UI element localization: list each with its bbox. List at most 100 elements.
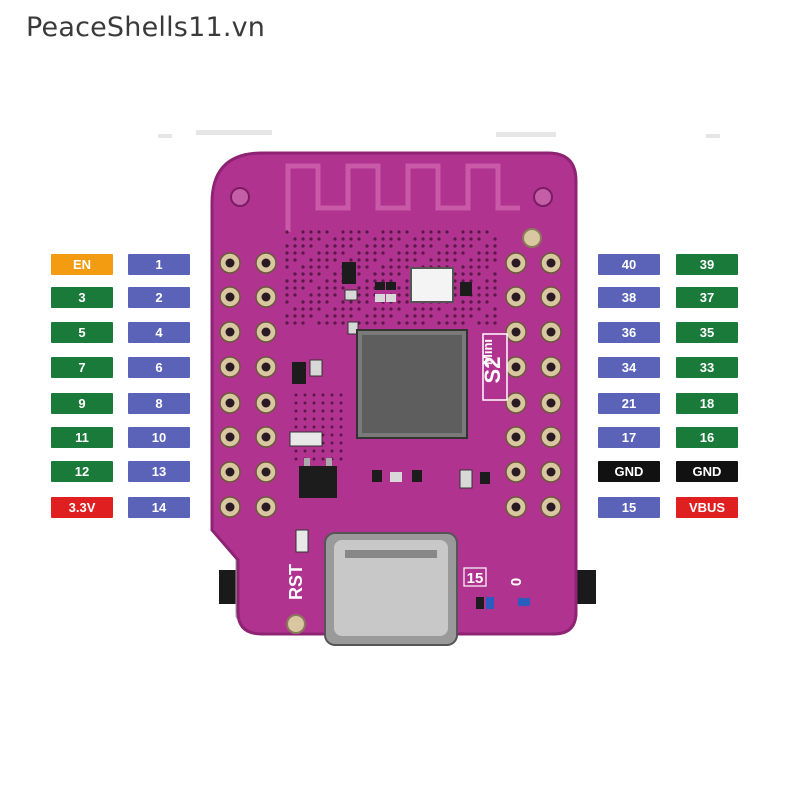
via-dot	[317, 251, 321, 255]
pin-hole	[505, 286, 527, 308]
via-dot	[453, 251, 457, 255]
esp32-s2-chip	[356, 329, 468, 439]
via-dot	[453, 307, 457, 311]
via-dot	[373, 272, 377, 276]
via-dot	[365, 293, 369, 297]
pin-hole	[255, 392, 277, 414]
via-dot	[285, 251, 289, 255]
via-dot	[293, 237, 297, 241]
via-dot	[405, 230, 409, 234]
via-dot	[373, 279, 377, 283]
via-dot	[405, 314, 409, 318]
via-dot	[445, 321, 449, 325]
pin-label-left-outer-4: 7	[51, 357, 113, 378]
via-dot	[341, 321, 345, 325]
pin-hole	[255, 321, 277, 343]
via-dot	[317, 307, 321, 311]
via-dot	[413, 314, 417, 318]
model-label: S2	[480, 357, 505, 384]
via-dot	[453, 293, 457, 297]
via-dot	[485, 314, 489, 318]
pin-label-right-outer-1: 39	[676, 254, 738, 275]
via-dot	[341, 314, 345, 318]
via-dot	[397, 307, 401, 311]
rst-label: RST	[286, 564, 306, 600]
via-dot	[293, 293, 297, 297]
via-dot	[341, 244, 345, 248]
pin-hole	[540, 286, 562, 308]
via-dot	[321, 393, 325, 397]
via-dot	[339, 433, 343, 437]
via-dot	[389, 230, 393, 234]
via-dot	[477, 293, 481, 297]
via-dot	[333, 258, 337, 262]
pin-label-right-inner-2: 38	[598, 287, 660, 308]
pin-label-right-inner-6: 17	[598, 427, 660, 448]
pin-hole	[219, 356, 241, 378]
pin-hole	[255, 356, 277, 378]
via-dot	[485, 230, 489, 234]
via-dot	[321, 457, 325, 461]
via-dot	[389, 272, 393, 276]
via-dot	[397, 272, 401, 276]
via-dot	[301, 272, 305, 276]
via-dot	[303, 425, 307, 429]
via-dot	[341, 307, 345, 311]
via-dot	[437, 230, 441, 234]
via-dot	[293, 279, 297, 283]
via-dot	[461, 307, 465, 311]
via-dot	[330, 441, 334, 445]
via-dot	[325, 286, 329, 290]
pin-label-right-outer-2: 37	[676, 287, 738, 308]
via-dot	[477, 307, 481, 311]
via-dot	[477, 251, 481, 255]
via-dot	[477, 230, 481, 234]
via-dot	[317, 286, 321, 290]
via-dot	[309, 307, 313, 311]
via-dot	[285, 265, 289, 269]
via-dot	[301, 265, 305, 269]
via-dot	[429, 237, 433, 241]
via-dot	[309, 230, 313, 234]
pin-hole	[505, 252, 527, 274]
via-dot	[429, 314, 433, 318]
pin-15-silk-label: 15	[467, 570, 484, 587]
pin-label-left-inner-6: 10	[128, 427, 190, 448]
via-dot	[421, 314, 425, 318]
via-dot	[485, 244, 489, 248]
smd-components	[289, 262, 530, 609]
via-dot	[325, 265, 329, 269]
via-dot	[339, 457, 343, 461]
via-dot	[357, 237, 361, 241]
via-dot	[357, 300, 361, 304]
pin-label-right-inner-5: 21	[598, 393, 660, 414]
via-dot	[469, 237, 473, 241]
via-dot	[325, 300, 329, 304]
via-dot	[330, 401, 334, 405]
pin-label-left-inner-8: 14	[128, 497, 190, 518]
via-dot	[413, 237, 417, 241]
via-dot	[357, 251, 361, 255]
via-dot	[341, 251, 345, 255]
ghost-marks	[158, 130, 720, 138]
via-dot	[485, 251, 489, 255]
via-dot	[294, 457, 298, 461]
via-dot	[405, 258, 409, 262]
via-dot	[397, 258, 401, 262]
via-dot	[381, 244, 385, 248]
pin-label-right-outer-8: VBUS	[676, 497, 738, 518]
via-dot	[421, 307, 425, 311]
usb-c-connector[interactable]	[324, 532, 458, 646]
via-dot	[365, 279, 369, 283]
via-dot	[325, 244, 329, 248]
via-dot	[285, 300, 289, 304]
via-dot	[357, 307, 361, 311]
via-dot	[493, 293, 497, 297]
via-dot	[301, 286, 305, 290]
pin-hole	[505, 461, 527, 483]
via-dot	[445, 244, 449, 248]
via-dot	[493, 307, 497, 311]
via-dot	[485, 286, 489, 290]
pin-label-left-outer-7: 12	[51, 461, 113, 482]
